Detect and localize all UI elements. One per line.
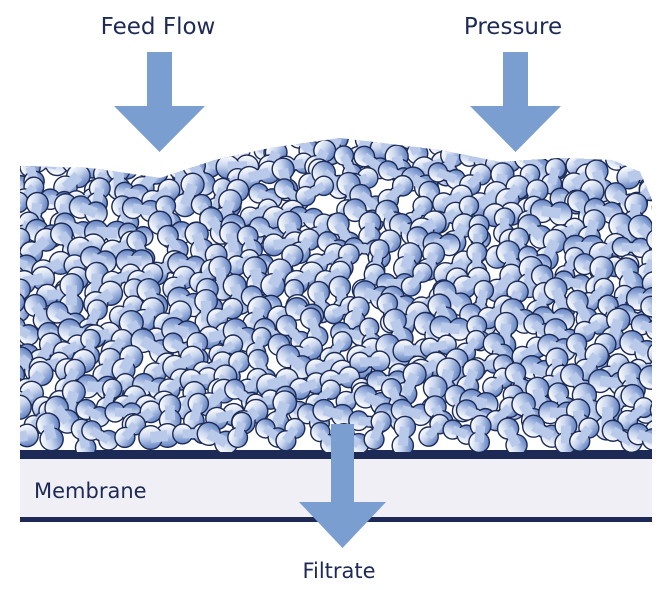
- particle: [162, 345, 205, 380]
- particle: [630, 313, 652, 341]
- particle: [468, 414, 492, 452]
- particle: [651, 194, 652, 220]
- particle: [275, 417, 306, 452]
- particle: [349, 350, 391, 374]
- particle: [590, 138, 628, 157]
- filtrate-label: Filtrate: [302, 559, 375, 583]
- particle: [20, 143, 22, 168]
- particle: [390, 398, 432, 427]
- particle: [427, 162, 466, 190]
- particle: [114, 414, 147, 449]
- particle: [495, 175, 531, 213]
- particle: [459, 163, 492, 197]
- particle: [496, 417, 528, 452]
- particle: [79, 245, 117, 274]
- particle: [429, 315, 472, 341]
- particle: [20, 316, 40, 346]
- feed-flow-label: Feed Flow: [101, 14, 216, 40]
- particle: [275, 314, 312, 353]
- particle: [537, 138, 575, 154]
- feed-flow-arrow: [114, 52, 205, 152]
- particle: [393, 242, 423, 281]
- particle: [158, 393, 182, 432]
- filtrate-arrow: [299, 424, 386, 548]
- particle: [50, 138, 87, 162]
- particle: [455, 329, 487, 364]
- particle: [105, 138, 147, 165]
- filter-cake: [20, 138, 652, 452]
- particle: [619, 330, 652, 366]
- particle: [517, 213, 553, 250]
- particle: [442, 419, 477, 445]
- membrane-label: Membrane: [34, 479, 147, 503]
- pressure-label: Pressure: [464, 14, 562, 40]
- particle: [74, 138, 117, 161]
- particle: [569, 417, 600, 452]
- particle: [245, 326, 272, 363]
- particle: [20, 191, 29, 223]
- particle: [312, 398, 354, 427]
- particle: [81, 420, 120, 451]
- particle: [400, 262, 433, 297]
- particle: [640, 295, 652, 328]
- particle: [20, 394, 32, 425]
- particle: [363, 411, 392, 450]
- particle: [136, 150, 175, 179]
- particle: [20, 138, 59, 162]
- particle: [646, 228, 652, 266]
- particle: [625, 138, 652, 161]
- particle: [227, 411, 253, 449]
- particle: [68, 195, 108, 225]
- particle: [614, 257, 644, 296]
- particle: [647, 341, 652, 366]
- particle: [75, 398, 111, 428]
- particle: [627, 422, 652, 451]
- pressure-arrow: [470, 52, 561, 152]
- particle: [611, 236, 651, 259]
- particle: [561, 163, 600, 198]
- particle: [482, 367, 514, 398]
- particle: [20, 423, 39, 452]
- particle: [295, 175, 335, 207]
- particle: [638, 364, 652, 396]
- particle: [35, 412, 64, 452]
- particle: [640, 138, 652, 160]
- particle: [391, 415, 417, 452]
- particle: [58, 272, 85, 318]
- particle: [493, 207, 516, 244]
- particle: [448, 138, 492, 155]
- particle: [573, 343, 610, 384]
- particle: [111, 344, 144, 383]
- particle: [172, 172, 205, 218]
